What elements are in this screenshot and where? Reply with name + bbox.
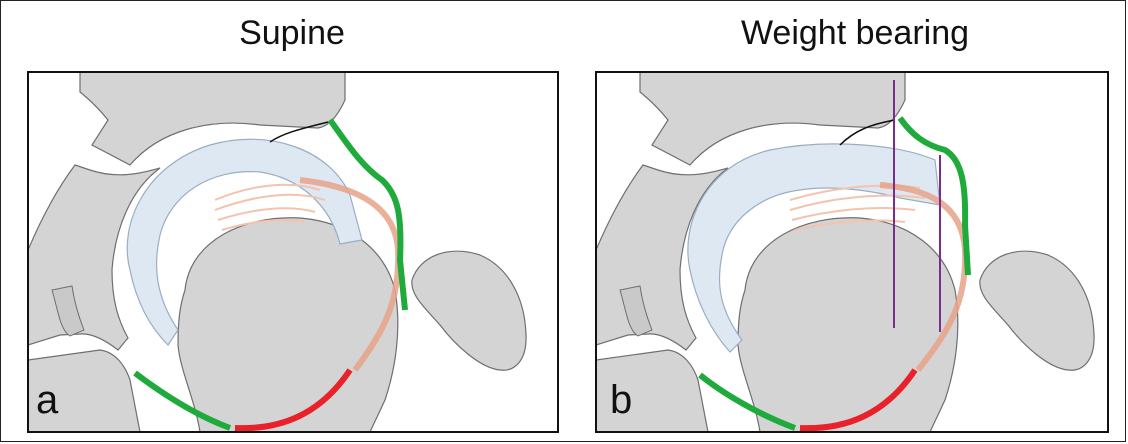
greater-trochanter [980,251,1094,370]
panel-b [596,72,1094,432]
femoral-head [178,218,398,432]
panel-b-letter: b [610,378,632,423]
panel-a-letter: a [36,378,58,423]
greater-trochanter [412,251,526,370]
panel-a [28,72,526,432]
femoral-head [738,218,958,432]
